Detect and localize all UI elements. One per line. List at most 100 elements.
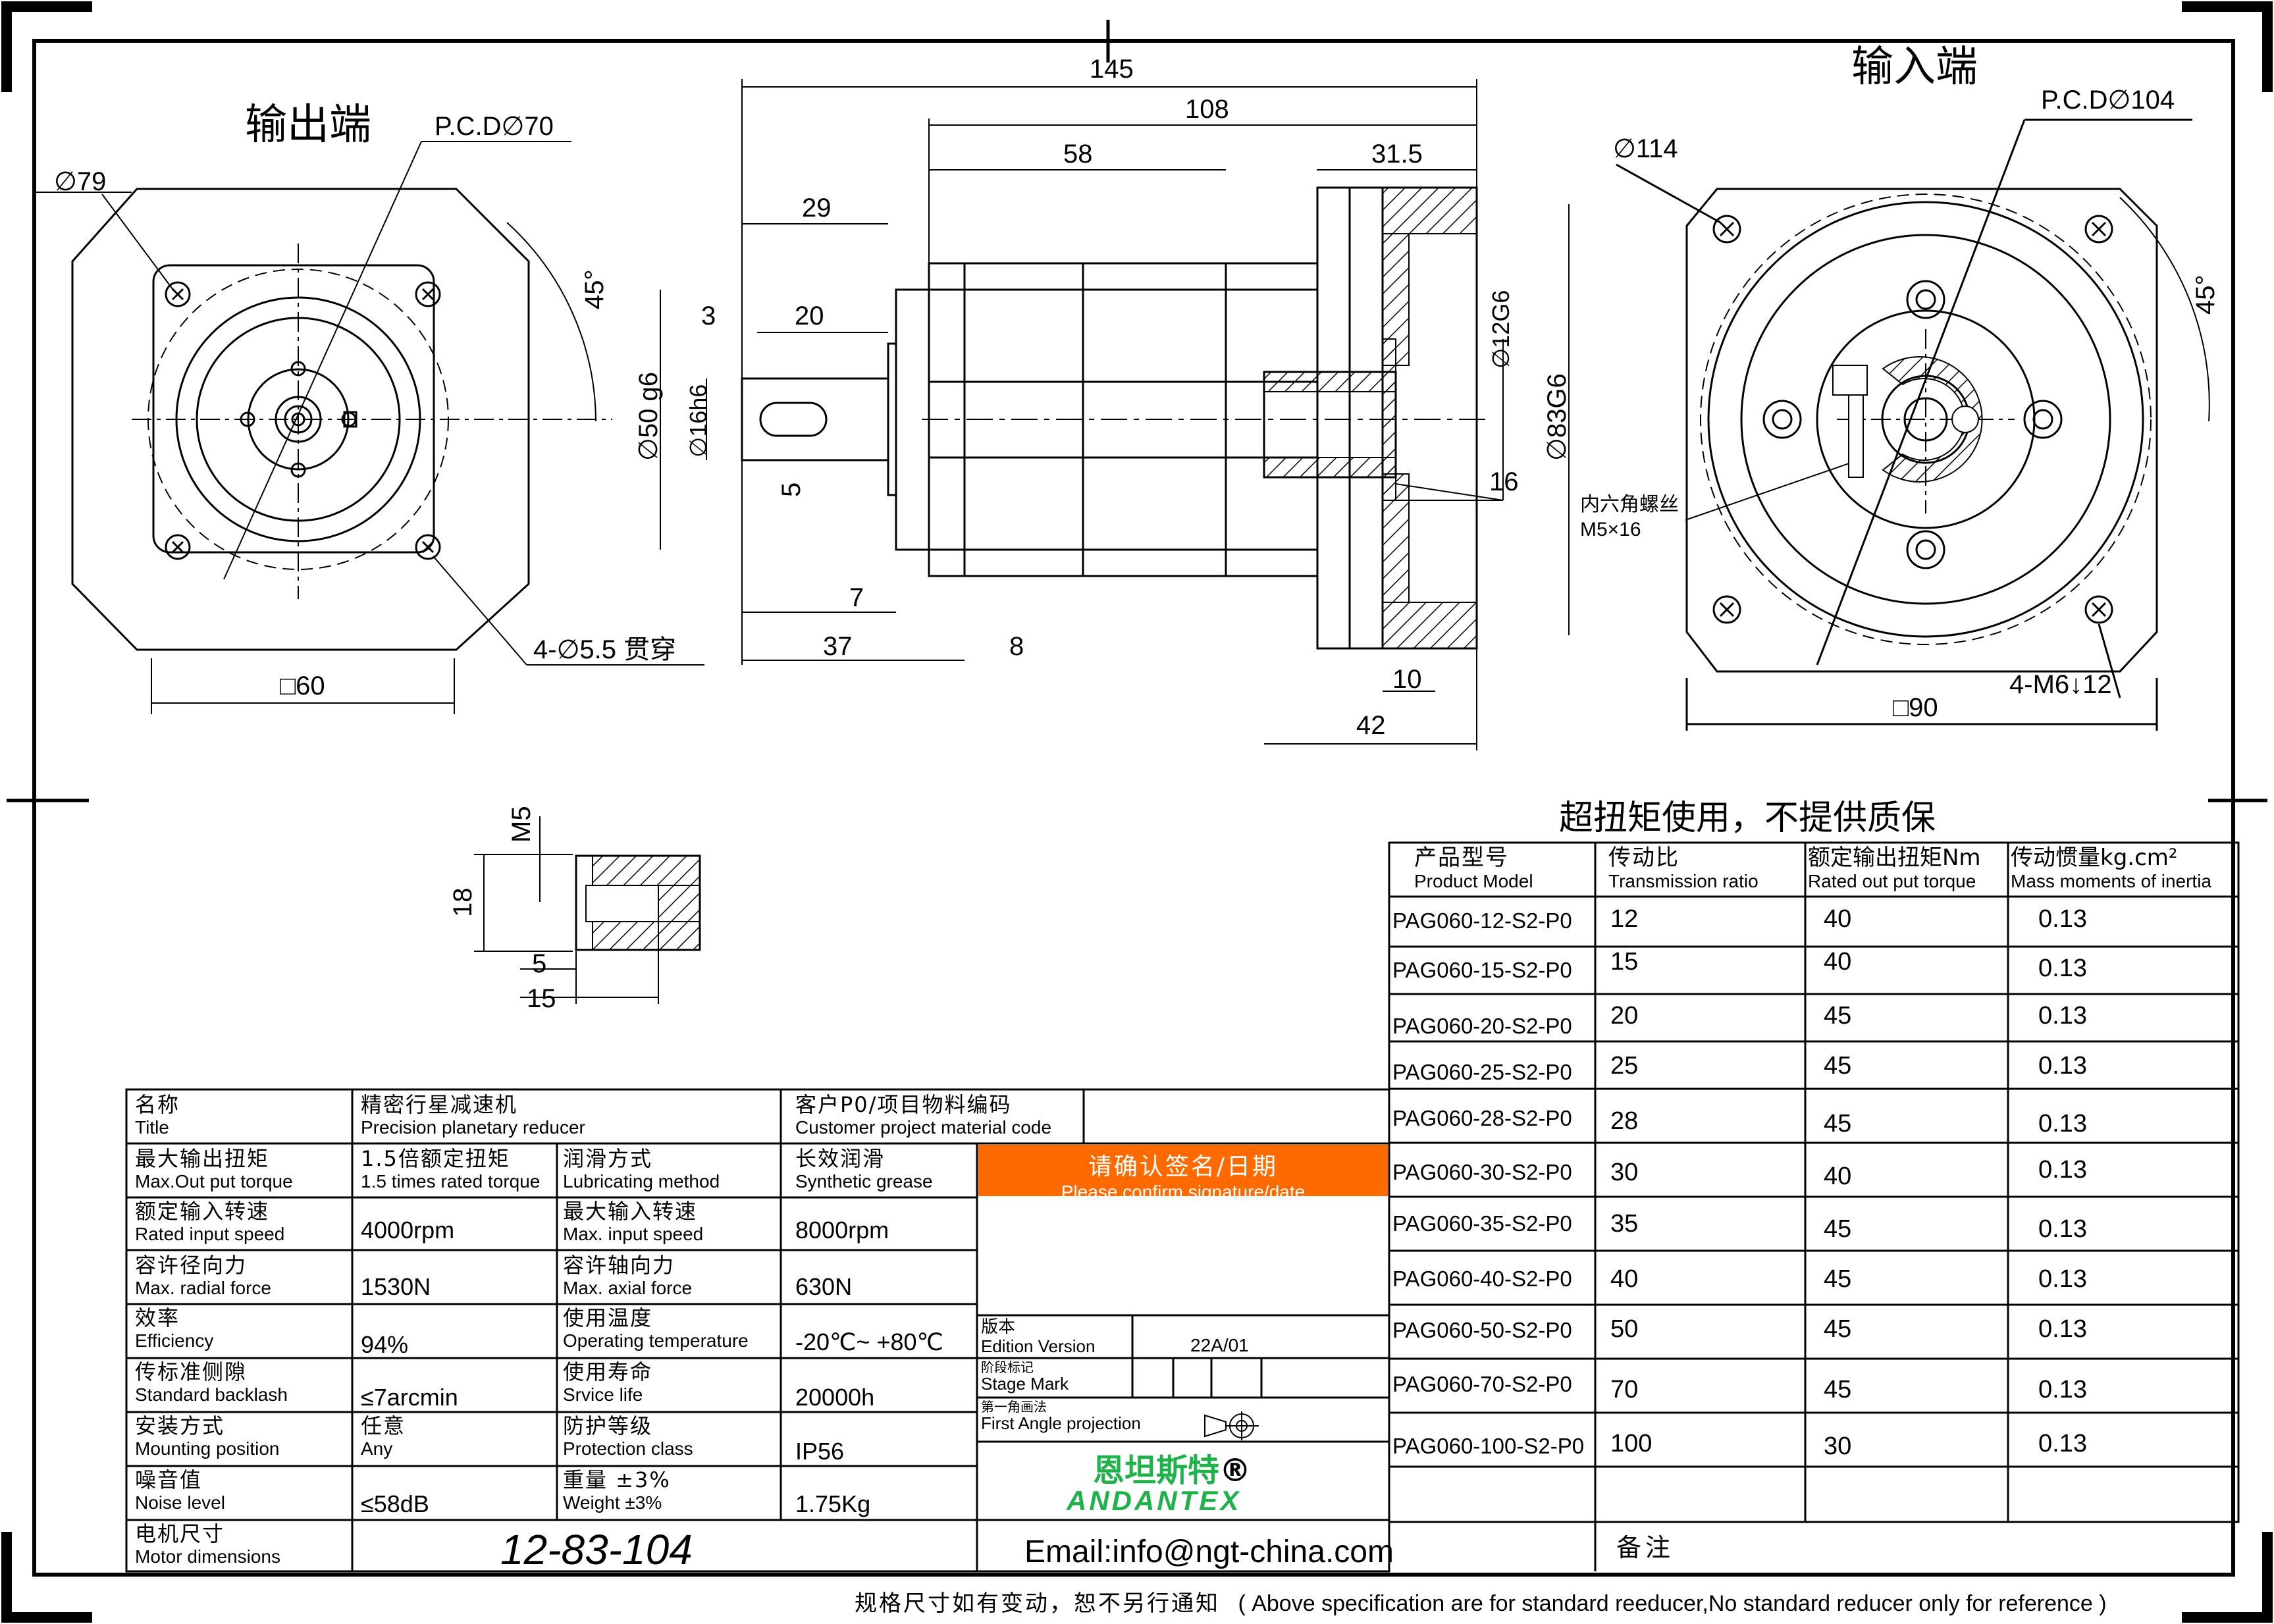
ratio-cell: 35: [1610, 1210, 1639, 1238]
model-cell: PAG060-25-S2-P0: [1392, 1060, 1572, 1084]
signature-banner: 请确认签名/日期 Please confirm signature/date: [978, 1145, 1388, 1202]
ratio-cell: 25: [1610, 1052, 1639, 1080]
output-angle-label: 45°: [580, 269, 609, 310]
header-ratio: 传动比 Transmission ratio: [1608, 845, 1758, 892]
inertia-cell: 0.13: [2038, 1376, 2087, 1403]
ratio-cell: 100: [1610, 1430, 1653, 1457]
header-model: 产品型号 Product Model: [1414, 845, 1533, 892]
dim-10: 10: [1392, 665, 1422, 694]
model-cell: PAG060-12-S2-P0: [1392, 908, 1572, 933]
model-cell: PAG060-15-S2-P0: [1392, 958, 1572, 982]
model-cell: PAG060-20-S2-P0: [1392, 1014, 1572, 1038]
ratio-cell: 20: [1610, 1002, 1639, 1030]
model-cell: PAG060-100-S2-P0: [1392, 1434, 1585, 1458]
detail-section: [474, 816, 701, 1004]
output-holes-label: 4-∅5.5 贯穿: [533, 635, 677, 664]
model-cell: PAG060-70-S2-P0: [1392, 1372, 1572, 1396]
spec-axial-value: 630N: [795, 1273, 853, 1300]
screw-label: M5×16: [1580, 519, 1641, 540]
inertia-cell: 0.13: [2038, 1002, 2087, 1030]
spec-efficiency-value: 94%: [361, 1331, 409, 1358]
sheet-border: [32, 39, 2235, 1577]
ratio-cell: 70: [1610, 1376, 1639, 1403]
email: Email:info@ngt-china.com: [1024, 1534, 1394, 1569]
dim-31-5: 31.5: [1371, 140, 1423, 169]
brand-logo: ANDANTEX: [1067, 1485, 1242, 1516]
spec-radial-value: 1530N: [361, 1273, 431, 1300]
screw-label-cn: 内六角螺丝: [1580, 493, 1679, 516]
header-torque: 额定输出扭矩Nm Rated out put torque: [1808, 845, 1981, 892]
dim-16: 16: [1489, 467, 1519, 496]
torque-cell: 45: [1824, 1315, 1852, 1343]
edition-value: 22A/01: [1190, 1335, 1249, 1355]
inertia-cell: 0.13: [2038, 1156, 2087, 1184]
spec-protection-value: IP56: [795, 1438, 845, 1465]
detail-18: 18: [448, 887, 477, 918]
dim-37: 37: [823, 632, 853, 661]
output-pcd-label: P.C.D∅70: [435, 112, 554, 141]
side-view-hatching: [1263, 187, 1477, 649]
side-view: [741, 186, 1491, 650]
dim-phi12: ∅12G6: [1487, 290, 1514, 369]
model-cell: PAG060-28-S2-P0: [1392, 1106, 1572, 1130]
inertia-cell: 0.13: [2038, 1315, 2087, 1343]
torque-cell: 45: [1824, 1002, 1852, 1030]
inertia-cell: 0.13: [2038, 1110, 2087, 1138]
ratio-cell: 30: [1610, 1159, 1639, 1186]
model-cell: PAG060-35-S2-P0: [1392, 1211, 1572, 1236]
ratio-cell: 12: [1610, 905, 1639, 933]
model-cell: PAG060-30-S2-P0: [1392, 1160, 1572, 1184]
spec-backlash-value: ≤7arcmin: [361, 1384, 458, 1411]
side-view-dimension-lines: [660, 79, 1857, 750]
spec-max-speed-value: 8000rpm: [795, 1217, 889, 1244]
dim-108: 108: [1185, 95, 1229, 124]
torque-warning: 超扭矩使用，不提供质保: [1559, 799, 1936, 838]
dim-3: 3: [701, 301, 716, 330]
inertia-cell: 0.13: [2038, 1052, 2087, 1080]
spec-motor-value: 12-83-104: [500, 1529, 693, 1571]
torque-cell: 40: [1824, 1163, 1852, 1190]
input-square-label: □90: [1893, 693, 1938, 722]
spec-temperature-value: -20℃~ +80℃: [795, 1328, 943, 1355]
torque-cell: 45: [1824, 1376, 1852, 1403]
dim-phi83: ∅83G6: [1543, 373, 1572, 461]
dim-8: 8: [1009, 632, 1024, 661]
torque-cell: 40: [1824, 905, 1852, 933]
dim-phi50: ∅50 g6: [634, 372, 663, 461]
inertia-cell: 0.13: [2038, 1430, 2087, 1457]
torque-cell: 40: [1824, 948, 1852, 976]
header-inertia: 传动惯量kg.cm² Mass moments of inertia: [2011, 845, 2211, 892]
model-cell: PAG060-40-S2-P0: [1392, 1267, 1572, 1291]
input-outer-dia-label: ∅114: [1613, 134, 1678, 163]
inertia-cell: 0.13: [2038, 905, 2087, 933]
brand-cn: 恩坦斯特®: [1093, 1452, 1252, 1489]
ratio-cell: 50: [1610, 1315, 1639, 1343]
dim-phi16: ∅16h6: [685, 384, 712, 458]
torque-cell: 45: [1824, 1052, 1852, 1080]
dim-20: 20: [795, 301, 824, 330]
dim-42: 42: [1356, 711, 1386, 740]
input-angle-label: 45°: [2191, 275, 2220, 315]
output-outer-dia-label: ∅79: [54, 167, 107, 196]
inertia-cell: 0.13: [2038, 955, 2087, 982]
ratio-cell: 28: [1610, 1107, 1639, 1135]
input-bore-hatching: [1832, 356, 1983, 483]
